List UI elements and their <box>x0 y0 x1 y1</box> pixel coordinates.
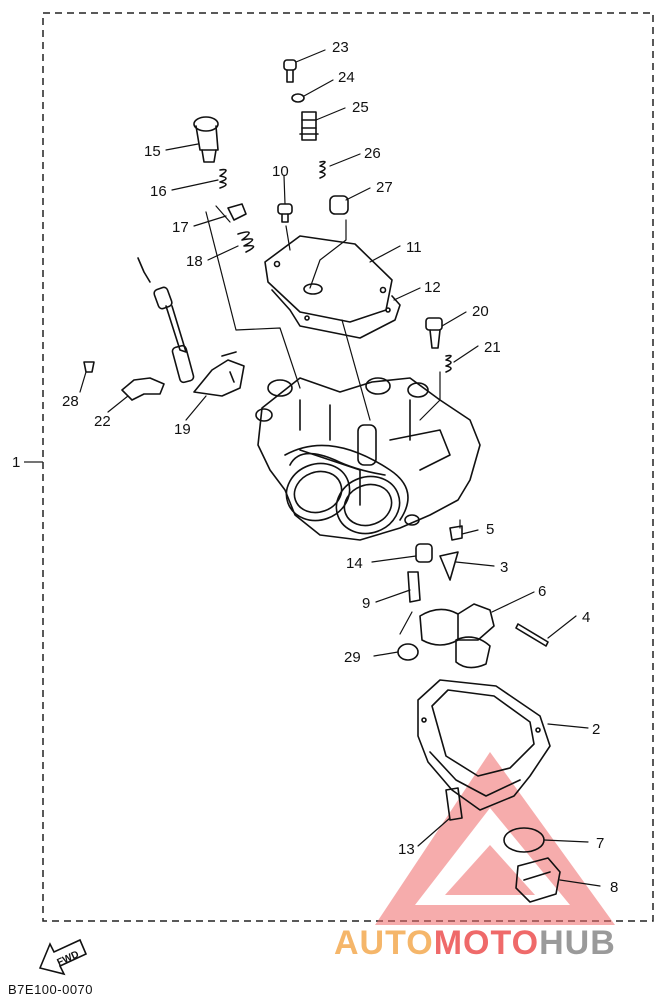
callout-23: 23 <box>332 39 349 56</box>
callout-17: 17 <box>172 219 189 236</box>
gasket-part-12 <box>271 289 401 339</box>
callout-6: 6 <box>538 583 546 600</box>
callout-5: 5 <box>486 521 494 538</box>
plug-part-27 <box>329 195 349 215</box>
callout-9: 9 <box>362 595 370 612</box>
washer-part-24 <box>291 93 305 103</box>
jet-part-25 <box>299 111 319 141</box>
fwd-arrow-icon: FWD <box>38 938 88 976</box>
spring-part-18 <box>237 231 255 253</box>
screw-part-28 <box>83 361 95 373</box>
callout-26: 26 <box>364 145 381 162</box>
screw-part-20 <box>425 317 443 349</box>
callout-14: 14 <box>346 555 363 572</box>
callout-19: 19 <box>174 421 191 438</box>
carburetor-body <box>255 377 481 541</box>
spring-part-16 <box>219 168 227 189</box>
callout-24: 24 <box>338 69 355 86</box>
callout-29: 29 <box>344 649 361 666</box>
callout-22: 22 <box>94 413 111 430</box>
jet-part-14 <box>415 543 433 563</box>
spring-part-21 <box>445 354 452 373</box>
float-bowl-part-2 <box>417 679 551 811</box>
callout-3: 3 <box>500 559 508 576</box>
float-part-6 <box>419 603 495 669</box>
plate-part-3 <box>439 551 459 581</box>
top-cover-part-11 <box>264 235 393 323</box>
callout-28: 28 <box>62 393 79 410</box>
callout-10: 10 <box>272 163 289 180</box>
callout-18: 18 <box>186 253 203 270</box>
screw-part-23 <box>283 59 297 83</box>
seal-part-29 <box>397 643 419 661</box>
callout-21: 21 <box>484 339 501 356</box>
callout-16: 16 <box>150 183 167 200</box>
callout-2: 2 <box>592 721 600 738</box>
callout-13: 13 <box>398 841 415 858</box>
callout-leader-lines <box>79 49 601 887</box>
callout-11: 11 <box>406 239 422 256</box>
callout-12: 12 <box>424 279 441 296</box>
assembly-guide-lines <box>205 205 461 635</box>
watermark-triangle <box>375 752 615 925</box>
assembly-boundary <box>42 12 654 922</box>
screw-part-5 <box>449 525 463 541</box>
drain-plug-part-8 <box>515 857 561 903</box>
callout-27: 27 <box>376 179 393 196</box>
callout-25: 25 <box>352 99 369 116</box>
callout-4: 4 <box>582 609 590 626</box>
needle-part-9 <box>407 571 421 603</box>
spring-part-26 <box>319 160 326 179</box>
watermark-part-auto: AUTO <box>334 924 434 962</box>
watermark-part-moto: MOTO <box>433 924 540 962</box>
pin-part-4 <box>515 623 549 647</box>
screw-part-13 <box>445 787 463 821</box>
bracket-part-22 <box>121 377 165 401</box>
callout-8: 8 <box>610 879 618 896</box>
assembly-ref-label: 1 <box>12 454 20 471</box>
watermark-wordmark: AUTOMOTOHUB <box>334 924 616 963</box>
choke-cable-part-19 <box>137 257 245 397</box>
callout-15: 15 <box>144 143 161 160</box>
callout-20: 20 <box>472 303 489 320</box>
diagram-code: B7E100-0070 <box>8 982 94 997</box>
watermark-part-hub: HUB <box>539 924 616 962</box>
callout-7: 7 <box>596 835 604 852</box>
nut-part-17 <box>227 203 247 221</box>
plunger-part-15 <box>193 116 219 163</box>
callout-labels: 23 24 25 26 27 15 16 10 17 18 11 12 20 2… <box>62 39 618 896</box>
screw-part-10 <box>277 203 293 223</box>
